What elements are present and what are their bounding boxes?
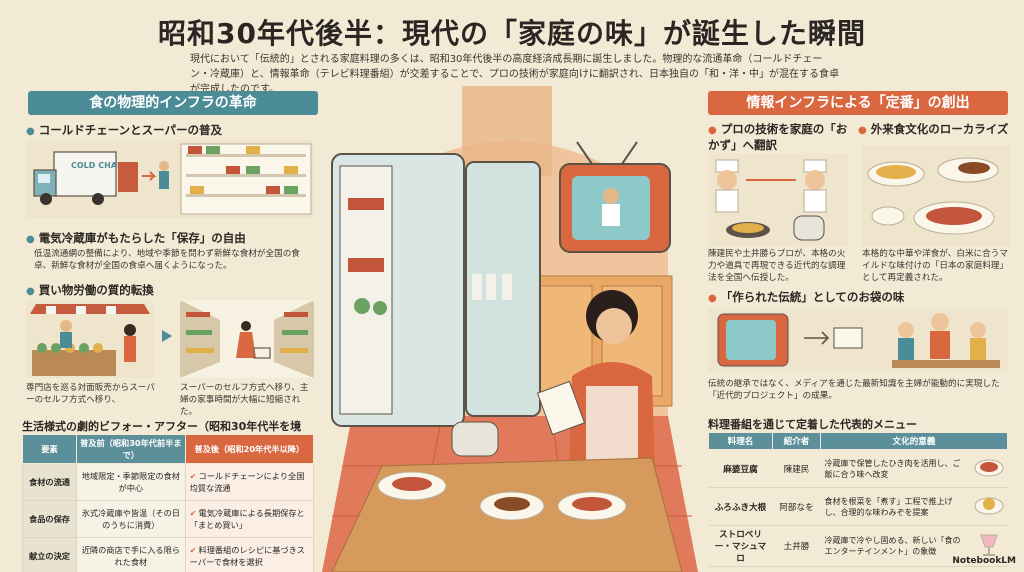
dish-name: 麻婆豆腐 [708,449,773,488]
table-header: 普及後（昭和20年代半以降） [184,434,315,464]
check-icon: ✔ [189,508,197,518]
pro-to-home-text: 陳建民や土井勝らプロが、本格の火力や道具で再現できる近代的な調理法を全国へ伝授し… [708,249,846,283]
lead-paragraph: 現代において「伝統的」とされる家庭料理の多くは、昭和30年代後半の高度経済成長期… [190,54,839,95]
table-header: 紹介者 [772,432,821,450]
row-after: コールドチェーンにより全国均質な流通 [189,471,305,493]
left-banner: 食の物理的インフラの革命 [28,91,318,115]
fridge-freedom-heading: 電気冷蔵庫がもたらした「保存」の自由 [26,230,246,246]
fridge-freedom-text: 低温流通網の整備により、地域や季節を問わず新鮮な食材が全国の食卓、新鮮な食材が全… [34,249,300,271]
table-row: 食材の流通 地域限定・季節限定の食材が中心 ✔コールドチェーンにより全国均質な流… [22,463,315,501]
shopping-before-text: 専門店を巡る対面販売からスーパーのセルフ方式へ移り、 [26,383,155,405]
right-column: 情報インフラによる「定番」の創出 プロの技術を家庭の「おかず」へ翻訳 外来食文化… [704,88,1010,567]
pro-to-home-heading: プロの技術を家庭の「おかず」へ翻訳 [708,122,848,153]
row-key: 食品の保存 [22,500,77,538]
menu-table-title: 料理番組を通じて定着した代表的メニュー [708,418,917,431]
dish-name: ふろふき大根 [708,487,773,526]
page-title: 昭和30年代後半：現代の「家庭の味」が誕生した瞬間 [158,17,866,50]
row-key: 食材の流通 [22,463,77,501]
right-banner: 情報インフラによる「定番」の創出 [708,91,1008,115]
family-tv-illustration [708,308,1008,372]
chefs-illustration [708,154,848,246]
dish-name: ストロベリー・マシュマロ [708,525,773,567]
table-row: ふろふき大根 阿部なを 食材を根菜を「煮す」工程で推上げし、合理的な味わみぞを提… [708,487,1008,526]
check-icon: ✔ [189,471,197,481]
row-key: 献立の決定 [22,537,77,572]
before-after-table: 要素 普及前（昭和30年代前半まで） 普及後（昭和20年代半以降） 食材の流通 … [22,434,315,572]
brand-label: NotebookLM [952,556,1016,566]
arrow-right-icon [162,330,172,342]
dish-presenter: 土井勝 [772,525,821,567]
shopping-after-text: スーパーのセルフ方式へ移り、主婦の家事時間が大幅に短縮された。 [180,383,309,417]
mapo-tofu-icon [974,459,1003,477]
table-row: ストロベリー・マシュマロ 土井勝 冷蔵庫で冷やし固める、新しい「食のエンターテイ… [708,525,1008,567]
dish-presenter: 陳建民 [772,449,821,488]
localization-text: 本格的な中華や洋食が、白米に合うマイルドな味付けの「日本の家庭料理」として再定義… [862,249,1008,283]
dish-meaning: 冷蔵庫で保管したひき肉を活用し、ご飯に合う味へ改変 [820,449,970,488]
row-before: 氷式冷蔵庫や皆温（その日のうちに消費） [76,500,186,538]
row-after: 料理番組のレシピに基づきスーパーで食材を選択 [189,545,305,567]
check-icon: ✔ [189,545,197,555]
dish-presenter: 阿部なを [772,487,821,526]
menu-table: 料理名 紹介者 文化的意義 麻婆豆腐 陳建民 冷蔵庫で保管したひき肉を活用し、ご… [708,432,1008,567]
truck-label: COLD CHAIN [71,161,127,170]
row-before: 地域限定・季節限定の食材が中心 [76,463,186,501]
table-header: 要素 [22,434,77,464]
row-before: 近隣の商店で手に入る限られた食材 [76,537,186,572]
table-row: 献立の決定 近隣の商店で手に入る限られた食材 ✔料理番組のレシピに基づきスーパー… [22,537,315,572]
dish-meaning: 食材を根菜を「煮す」工程で推上げし、合理的な味わみぞを提案 [820,487,970,526]
table-header: 普及前（昭和30年代前半まで） [76,434,186,464]
kitchen-illustration [322,86,698,572]
supermarket-aisle-illustration [180,300,314,378]
left-column: 食の物理的インフラの革命 コールドチェーンとスーパーの普及 COLD CHAIN… [22,88,318,572]
dish-meaning: 冷蔵庫で冷やし固める、新しい「食のエンターテインメント」の象徴 [820,525,970,567]
table-row: 食品の保存 氷式冷蔵庫や皆温（その日のうちに消費） ✔電気冷蔵庫による長期保存と… [22,500,315,538]
row-after: 電気冷蔵庫による長期保存と「まとめ買い」 [189,508,305,530]
table-row: 麻婆豆腐 陳建民 冷蔵庫で保管したひき肉を活用し、ご飯に合う味へ改変 [708,449,1008,488]
table-header: 料理名 [708,432,773,450]
shopping-shift-heading: 買い物労働の質的転換 [26,282,154,298]
market-stall-illustration [26,300,154,378]
made-tradition-text: 伝統の継承ではなく、メディアを通じた最新知識を主婦が能動的に実現した「近代的プロ… [708,379,1000,401]
localization-heading: 外来食文化のローカライズ [858,122,1010,138]
table-header: 文化的意義 [820,432,1008,450]
cold-chain-illustration: COLD CHAIN [26,140,314,218]
foreign-dishes-illustration [862,146,1010,246]
cold-chain-heading: コールドチェーンとスーパーの普及 [26,122,222,138]
daikon-icon [974,497,1003,515]
dessert-glass-icon [979,534,998,556]
made-tradition-heading: 「作られた伝統」としてのお袋の味 [708,290,1008,306]
